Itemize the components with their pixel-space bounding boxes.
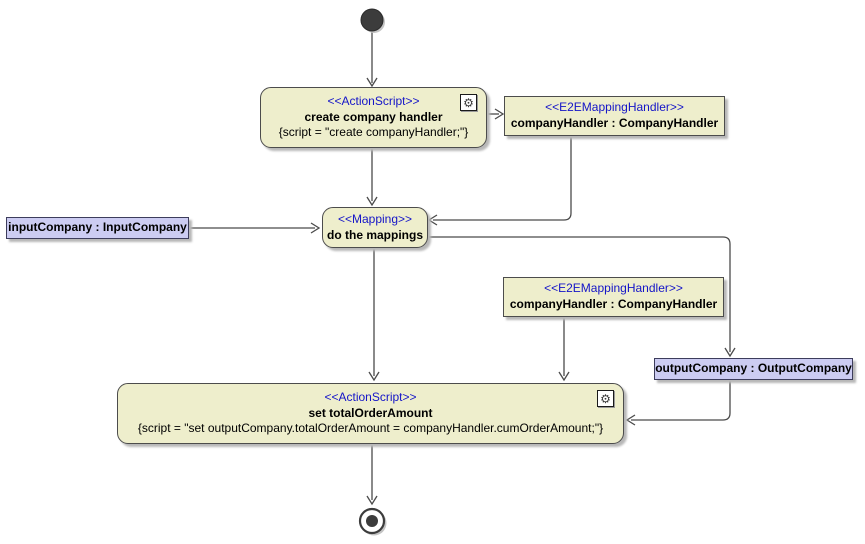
final-node[interactable] xyxy=(358,507,387,536)
edge-companyhandler1-to-domappings xyxy=(427,136,572,226)
stereotype-label: <<ActionScript>> xyxy=(327,94,420,109)
action-node-do-the-mappings[interactable]: <<Mapping>> do the mappings xyxy=(322,207,428,248)
script-label: {script = "set outputCompany.totalOrderA… xyxy=(137,421,604,436)
stereotype-label: <<E2EMappingHandler>> xyxy=(544,281,683,296)
pin-node-output-company[interactable]: outputCompany : OutputCompany xyxy=(654,358,853,380)
edge-companyhandler2-to-settotal xyxy=(558,318,570,382)
node-name: companyHandler : CompanyHandler xyxy=(509,297,718,311)
pin-node-input-company[interactable]: inputCompany : InputCompany xyxy=(6,217,189,239)
initial-node[interactable] xyxy=(360,8,385,33)
stereotype-label: <<ActionScript>> xyxy=(324,390,417,405)
object-node-company-handler-1[interactable]: <<E2EMappingHandler>> companyHandler : C… xyxy=(504,96,725,136)
node-name: outputCompany : OutputCompany xyxy=(655,361,852,376)
node-name: inputCompany : InputCompany xyxy=(8,220,187,235)
edge-create-to-domappings xyxy=(366,148,378,207)
action-node-set-totalorderamount[interactable]: ⚙ <<ActionScript>> set totalOrderAmount … xyxy=(117,383,624,444)
stereotype-label: <<Mapping>> xyxy=(337,211,413,226)
stereotype-label: <<E2EMappingHandler>> xyxy=(545,100,684,115)
edge-settotal-to-end xyxy=(366,444,378,506)
gear-icon: ⚙ xyxy=(460,94,477,111)
node-name: companyHandler : CompanyHandler xyxy=(510,116,719,130)
script-label: {script = "create companyHandler;"} xyxy=(278,125,469,140)
edge-create-to-companyhandler1 xyxy=(487,108,505,120)
node-name: create company handler xyxy=(304,109,443,124)
gear-icon: ⚙ xyxy=(597,390,614,407)
edge-start-to-create xyxy=(366,31,378,88)
edge-inputcompany-to-domappings xyxy=(189,222,321,234)
edge-outputcompany-to-settotal xyxy=(625,379,731,426)
edge-domappings-to-settotal xyxy=(368,248,380,382)
action-node-create-company-handler[interactable]: ⚙ <<ActionScript>> create company handle… xyxy=(260,87,487,148)
node-name: do the mappings xyxy=(327,227,423,242)
object-node-company-handler-2[interactable]: <<E2EMappingHandler>> companyHandler : C… xyxy=(503,277,724,317)
node-name: set totalOrderAmount xyxy=(308,405,433,420)
